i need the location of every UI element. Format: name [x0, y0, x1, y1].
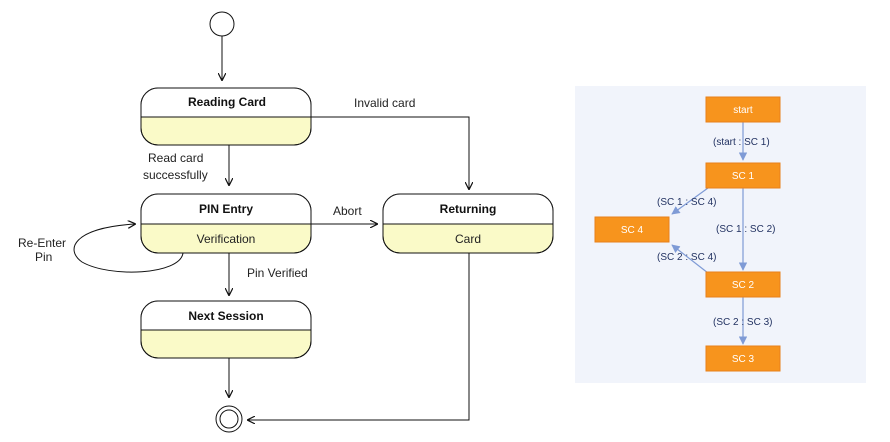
node-start-label: start	[733, 105, 753, 116]
final-node-inner	[219, 409, 239, 429]
state-next-session[interactable]: Next Session	[140, 300, 312, 359]
state-returning-body: Card	[455, 232, 481, 246]
edge-sc2-sc4	[671, 244, 709, 274]
node-sc1-label: SC 1	[732, 171, 755, 182]
node-sc3[interactable]: SC 3	[705, 345, 781, 372]
flow-graph: (start : SC 1) (SC 1 : SC 4) (SC 1 : SC …	[575, 86, 866, 383]
edge-reenter-loop	[73, 224, 184, 273]
state-returning[interactable]: Returning Card	[382, 193, 554, 254]
node-sc2-label: SC 2	[732, 280, 755, 291]
label-invalid-card: Invalid card	[354, 96, 415, 110]
edge-returning-to-final	[248, 253, 470, 420]
state-next-session-title: Next Session	[188, 309, 263, 323]
label-read-card-2: successfully	[143, 168, 208, 182]
state-pin-entry-body: Verification	[197, 232, 256, 246]
state-reading-card-title: Reading Card	[188, 95, 266, 109]
node-sc4-label: SC 4	[621, 225, 644, 236]
edge-label-sc2-sc4: (SC 2 : SC 4)	[657, 252, 716, 263]
label-reenter-1: Re-Enter	[18, 236, 66, 250]
label-abort: Abort	[333, 204, 362, 218]
node-sc2[interactable]: SC 2	[705, 271, 781, 298]
edge-label-sc1-sc2: (SC 1 : SC 2)	[716, 224, 775, 235]
initial-node	[209, 11, 235, 37]
state-machine: Reading Card Read card successfully Inva…	[18, 11, 554, 433]
edge-label-sc1-sc4: (SC 1 : SC 4)	[657, 197, 716, 208]
edge-reading-to-returning	[311, 116, 469, 189]
edge-sc1-sc4	[671, 187, 709, 215]
state-pin-entry[interactable]: PIN Entry Verification	[140, 193, 312, 254]
node-sc3-label: SC 3	[732, 354, 755, 365]
node-start[interactable]: start	[705, 96, 781, 123]
label-reenter-2: Pin	[35, 250, 52, 264]
node-sc1[interactable]: SC 1	[705, 162, 781, 189]
edge-label-sc2-sc3: (SC 2 : SC 3)	[713, 317, 772, 328]
edge-label-start-sc1: (start : SC 1)	[713, 137, 770, 148]
node-sc4[interactable]: SC 4	[594, 216, 670, 243]
state-returning-title: Returning	[440, 202, 497, 216]
state-reading-card[interactable]: Reading Card	[140, 87, 312, 146]
label-read-card-1: Read card	[148, 151, 203, 165]
state-pin-entry-title: PIN Entry	[199, 202, 253, 216]
label-pin-verified: Pin Verified	[247, 266, 308, 280]
